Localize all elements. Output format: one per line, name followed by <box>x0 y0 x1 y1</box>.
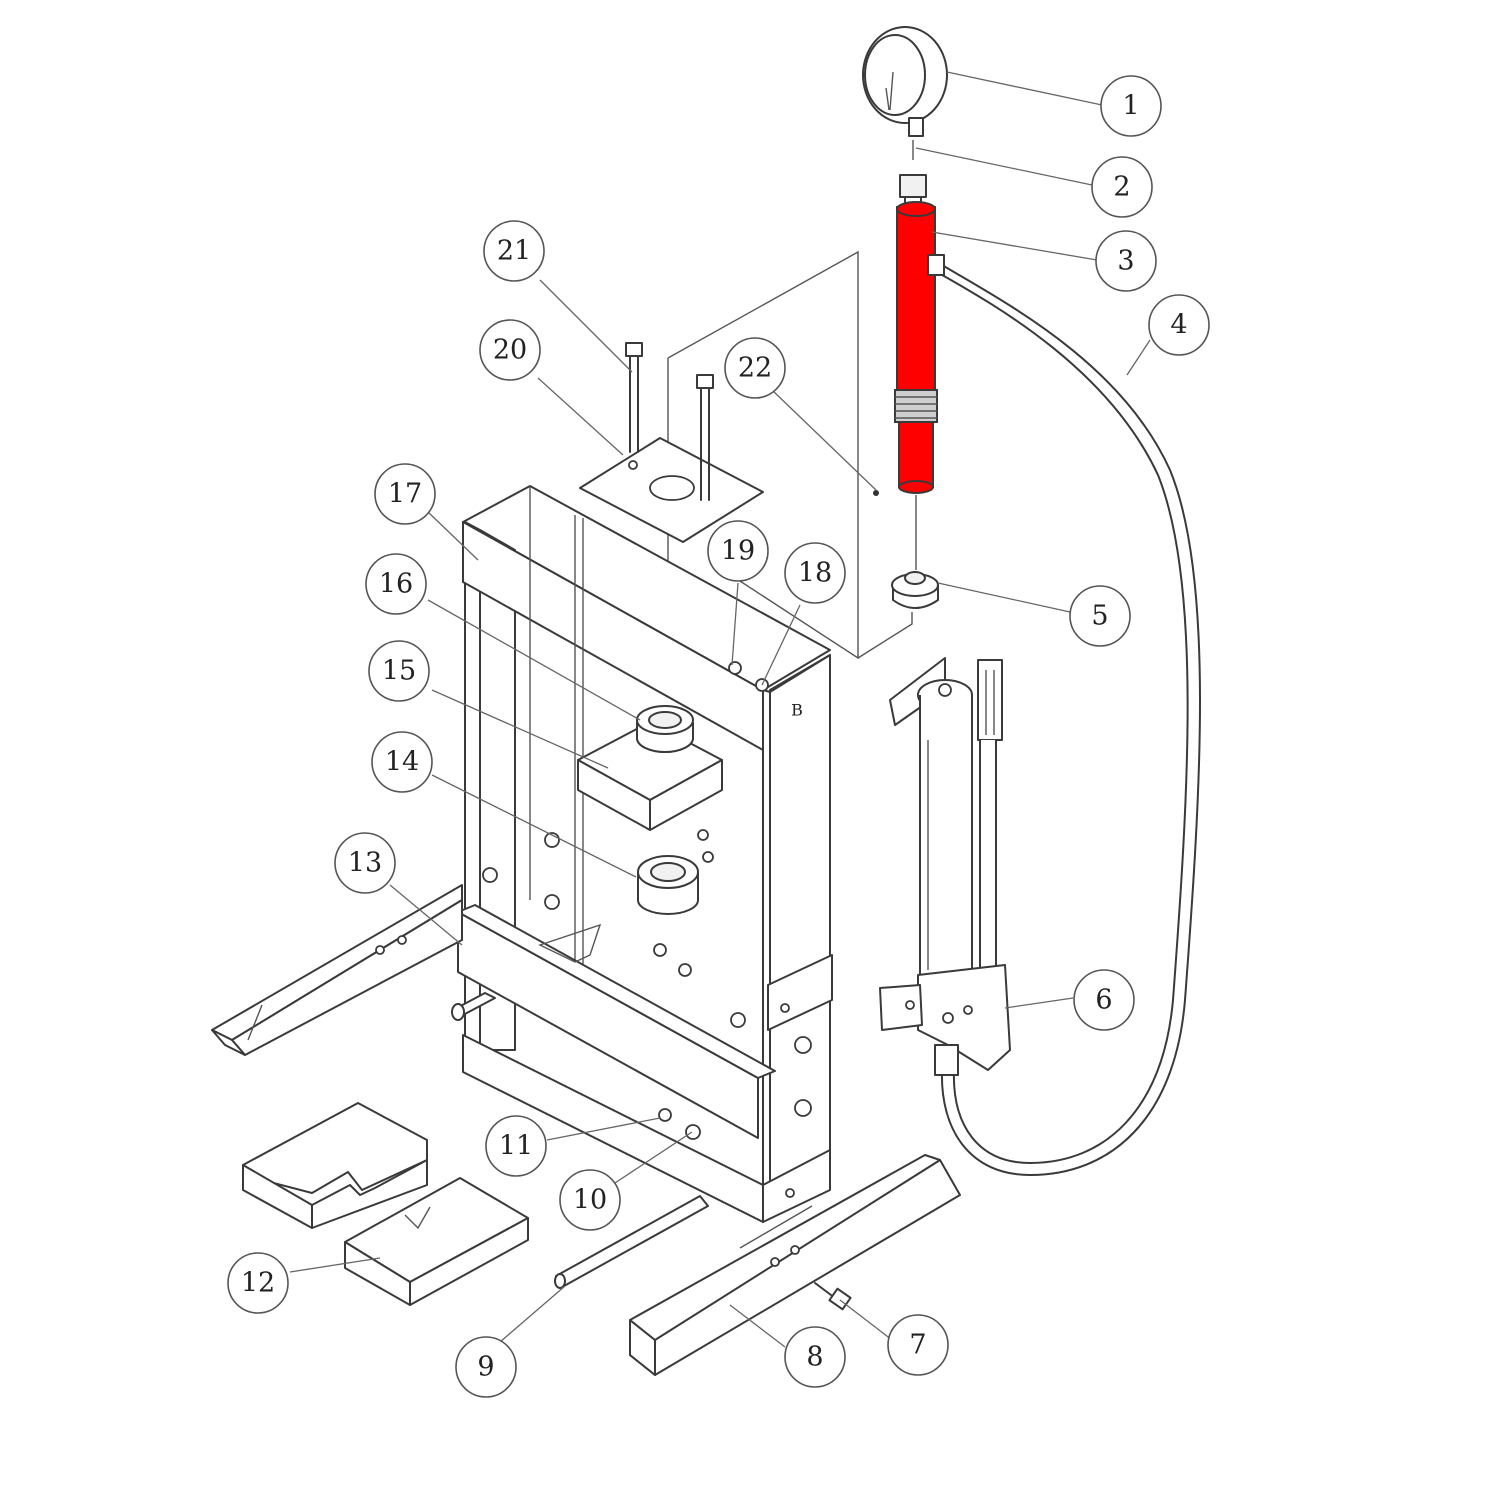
callout-13: 13 <box>334 832 396 894</box>
svg-text:15: 15 <box>382 656 416 687</box>
callout-8: 8 <box>784 1326 846 1388</box>
callout-14: 14 <box>371 731 433 793</box>
callout-3: 3 <box>1095 230 1157 292</box>
svg-text:21: 21 <box>497 236 531 267</box>
callout-9: 9 <box>455 1336 517 1398</box>
callout-6: 6 <box>1073 969 1135 1031</box>
svg-text:3: 3 <box>1117 246 1134 277</box>
svg-text:10: 10 <box>573 1185 607 1216</box>
frame-mark: B <box>791 701 803 720</box>
svg-text:8: 8 <box>806 1342 823 1373</box>
svg-text:12: 12 <box>241 1268 275 1299</box>
svg-text:13: 13 <box>348 848 382 879</box>
svg-text:6: 6 <box>1095 985 1112 1016</box>
hydraulic-hose <box>927 254 1201 1176</box>
svg-text:19: 19 <box>721 536 755 567</box>
cylinder-thread <box>894 389 938 423</box>
top-plate <box>579 437 764 543</box>
callout-20: 20 <box>479 319 541 381</box>
svg-text:11: 11 <box>499 1131 533 1162</box>
ram-saddle <box>891 571 939 609</box>
cylinder-upper-body <box>896 206 936 391</box>
callout-10: 10 <box>559 1169 621 1231</box>
svg-text:16: 16 <box>379 569 413 600</box>
callout-16: 16 <box>365 553 427 615</box>
callout-17: 17 <box>374 463 436 525</box>
callout-21: 21 <box>483 220 545 282</box>
svg-text:4: 4 <box>1170 310 1187 341</box>
svg-text:18: 18 <box>798 558 832 589</box>
callout-11: 11 <box>485 1115 547 1177</box>
svg-text:22: 22 <box>738 353 772 384</box>
foot-bolt <box>814 1282 852 1311</box>
callout-1: 1 <box>1100 75 1162 137</box>
cover-plate-dot <box>873 490 879 496</box>
svg-text:9: 9 <box>477 1352 494 1383</box>
pressure-gauge <box>862 26 948 160</box>
svg-text:2: 2 <box>1113 172 1130 203</box>
callout-5: 5 <box>1069 585 1131 647</box>
upper-collar <box>636 705 694 753</box>
callout-4: 4 <box>1148 294 1210 356</box>
support-pin <box>554 1195 709 1289</box>
svg-text:17: 17 <box>388 479 422 510</box>
svg-text:20: 20 <box>493 335 527 366</box>
hydraulic-cylinder <box>894 201 938 570</box>
callout-balloons: 1 2 3 4 5 6 7 8 <box>227 75 1210 1398</box>
front-cross-beam <box>451 904 776 1140</box>
callout-12: 12 <box>227 1252 289 1314</box>
left-foot <box>211 884 463 1056</box>
svg-text:5: 5 <box>1091 601 1108 632</box>
lower-collar <box>637 829 714 915</box>
svg-text:7: 7 <box>909 1330 926 1361</box>
callout-18: 18 <box>784 542 846 604</box>
leader-lines <box>289 71 1151 1348</box>
callout-19: 19 <box>707 520 769 582</box>
top-bolts <box>625 342 714 501</box>
cylinder-lower-body <box>898 421 934 488</box>
right-foot <box>629 1154 961 1376</box>
callout-15: 15 <box>368 640 430 702</box>
callout-7: 7 <box>887 1314 949 1376</box>
svg-text:1: 1 <box>1122 91 1139 122</box>
hand-pump <box>879 657 1011 1076</box>
callout-22: 22 <box>724 337 786 399</box>
v-blocks <box>242 1102 529 1306</box>
svg-text:14: 14 <box>385 747 419 778</box>
callout-2: 2 <box>1091 156 1153 218</box>
press-frame: B <box>462 485 833 1223</box>
